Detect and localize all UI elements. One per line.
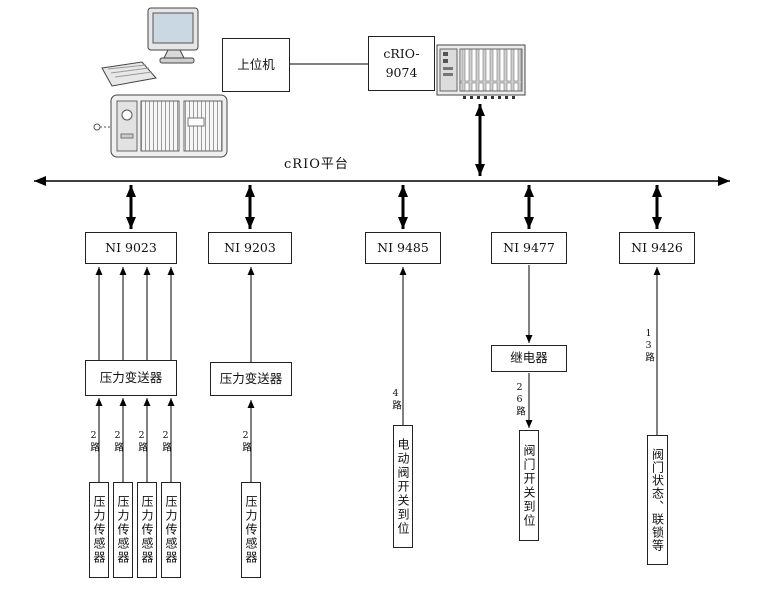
pressure-transmitter-b-label: 压力变送器 [219, 370, 283, 386]
module-ni9023-node: NI 9023 [85, 232, 177, 264]
valve-status-interlock-node: 阀门状态、联锁等 [647, 435, 668, 565]
module-ni9203-node: NI 9203 [208, 232, 292, 264]
host-computer-label: 上位机 [237, 56, 275, 72]
module-ni9485-label: NI 9485 [377, 239, 429, 255]
module-ni9477-label: NI 9477 [503, 239, 555, 255]
channel-label-a4: 2路 [160, 430, 171, 453]
valve-switch-feedback-label: 阀门开关到位 [522, 443, 536, 528]
module-ni9426-label: NI 9426 [631, 239, 683, 255]
motor-valve-feedback-node: 电动阀开关到位 [393, 425, 413, 548]
pressure-sensor-node-2: 压力传感器 [113, 482, 133, 578]
valve-status-interlock-label: 阀门状态、联锁等 [650, 448, 665, 552]
channel-label-ni9477: 26路 [514, 382, 525, 417]
module-ni9023-label: NI 9023 [105, 239, 157, 255]
channel-label-a3: 2路 [136, 430, 147, 453]
pressure-transmitter-a-node: 压力变送器 [85, 360, 177, 396]
crio-chassis-icon [436, 40, 526, 106]
pressure-sensor-node-4: 压力传感器 [161, 482, 181, 578]
relay-label: 继电器 [510, 350, 548, 366]
channel-label-b: 2路 [240, 430, 251, 453]
module-ni9477-node: NI 9477 [491, 232, 567, 264]
channel-label-ni9426: 13路 [643, 328, 654, 363]
module-ni9485-node: NI 9485 [365, 232, 441, 264]
module-ni9203-label: NI 9203 [224, 239, 276, 255]
pressure-sensor-node-1: 压力传感器 [89, 482, 109, 578]
bus-platform-label: cRIO平台 [284, 157, 349, 172]
pressure-sensor-label-1: 压力传感器 [92, 495, 106, 565]
pressure-sensor-node-3: 压力传感器 [137, 482, 157, 578]
channel-label-a1: 2路 [88, 430, 99, 453]
channel-label-a2: 2路 [112, 430, 123, 453]
module-ni9426-node: NI 9426 [619, 232, 695, 264]
server-chassis-icon [92, 92, 232, 166]
desktop-computer-icon [100, 6, 210, 98]
relay-node: 继电器 [491, 345, 567, 372]
pressure-transmitter-b-node: 压力变送器 [210, 362, 292, 396]
valve-switch-feedback-node: 阀门开关到位 [519, 430, 539, 541]
pressure-sensor-label-4: 压力传感器 [164, 495, 178, 565]
pressure-sensor-label-2: 压力传感器 [116, 495, 130, 565]
crio-9074-label: cRIO-9074 [383, 46, 420, 80]
pressure-transmitter-a-label: 压力变送器 [99, 369, 163, 385]
motor-valve-feedback-label: 电动阀开关到位 [396, 437, 410, 536]
pressure-sensor-node-5: 压力传感器 [241, 482, 261, 578]
channel-label-ni9485: 4路 [390, 388, 401, 411]
pressure-sensor-label-5: 压力传感器 [244, 495, 258, 565]
pressure-sensor-label-3: 压力传感器 [140, 495, 154, 565]
crio-9074-node: cRIO-9074 [368, 36, 435, 91]
host-computer-node: 上位机 [222, 38, 290, 92]
